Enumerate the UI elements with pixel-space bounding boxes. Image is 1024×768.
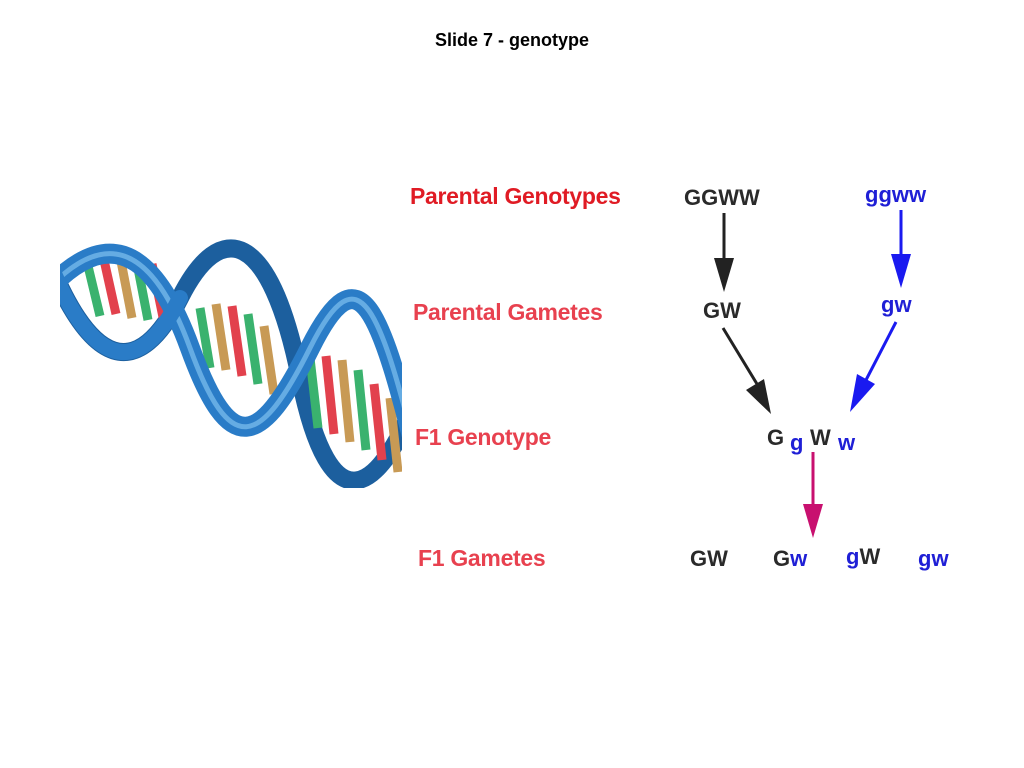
parent2-genotype: ggww bbox=[865, 182, 927, 207]
label-f1-gametes: F1 Gametes bbox=[418, 545, 546, 571]
arrow-down-f1 bbox=[803, 452, 823, 538]
gamete-allele: W bbox=[707, 546, 728, 571]
arrow-diagonal-parent1 bbox=[721, 327, 771, 414]
f1-gamete-GW: GW bbox=[690, 546, 728, 572]
gamete-allele: g bbox=[918, 546, 932, 571]
gamete-allele: w bbox=[931, 546, 949, 571]
f1-allele-w: w bbox=[838, 430, 856, 455]
f1-gamete-Gw: Gw bbox=[773, 546, 807, 572]
f1-allele-G: G bbox=[767, 425, 785, 450]
gamete-allele: G bbox=[773, 546, 791, 571]
gamete-allele: g bbox=[846, 544, 860, 569]
arrow-diagonal-parent2 bbox=[850, 321, 898, 412]
f1-allele-W: W bbox=[810, 425, 831, 450]
label-parental-gametes: Parental Gametes bbox=[413, 299, 603, 325]
gamete-allele: G bbox=[690, 546, 708, 571]
dna-helix-image bbox=[60, 239, 402, 488]
parent1-gamete: GW bbox=[703, 298, 741, 323]
gamete-allele: W bbox=[859, 544, 881, 569]
label-f1-genotype: F1 Genotype bbox=[415, 424, 552, 450]
f1-gamete-gw: gw bbox=[918, 546, 949, 572]
gamete-allele: w bbox=[790, 546, 808, 571]
parent1-genotype: GGWW bbox=[684, 185, 760, 210]
f1-gamete-gW: gW bbox=[846, 544, 880, 570]
arrow-down-parent1 bbox=[714, 213, 734, 292]
parent2-gamete: gw bbox=[881, 292, 912, 317]
label-parental-genotypes: Parental Genotypes bbox=[410, 183, 621, 209]
f1-allele-g: g bbox=[790, 430, 804, 455]
arrow-down-parent2 bbox=[891, 210, 911, 288]
slide-title: Slide 7 - genotype bbox=[434, 30, 590, 50]
